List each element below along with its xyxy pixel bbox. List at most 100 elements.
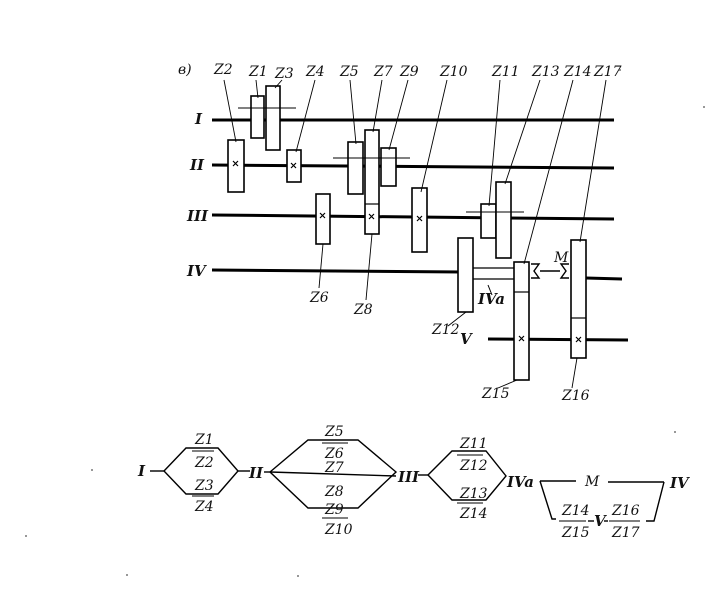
- ratio-z11-z12: Z11 Z12: [457, 436, 488, 474]
- gear-z7-z8: [364, 129, 380, 235]
- gear-z2: [227, 139, 245, 193]
- svg-text:Z13: Z13: [531, 64, 560, 80]
- svg-text:Z15: Z15: [481, 386, 510, 402]
- svg-text:Z5: Z5: [324, 424, 344, 440]
- ratio-z7-z8: Z7 Z8: [324, 460, 344, 500]
- gears: [227, 85, 587, 381]
- node-III: III: [397, 468, 420, 486]
- node-IV: IV: [669, 474, 690, 492]
- gear-z5: [347, 141, 364, 195]
- svg-text:Z5: Z5: [339, 64, 359, 80]
- shaft-IVa: [470, 267, 516, 280]
- label-z14: Z14: [563, 64, 592, 80]
- svg-text:Z10: Z10: [324, 522, 353, 538]
- svg-text:Z13: Z13: [459, 486, 488, 502]
- label-z7: Z7: [373, 64, 393, 80]
- hub-lines: [238, 107, 524, 213]
- svg-text:Z3: Z3: [274, 66, 294, 82]
- node-M: M: [584, 474, 600, 490]
- label-z10: Z10: [439, 64, 468, 80]
- svg-text:Z2: Z2: [194, 455, 214, 471]
- gear-z13: [495, 181, 512, 259]
- svg-text:Z17: Z17: [611, 525, 640, 541]
- gear-labels-bottom: Z6 Z8 Z12 Z15 Z16: [309, 290, 590, 404]
- svg-text:Z9: Z9: [399, 64, 419, 80]
- svg-text:Z7: Z7: [373, 64, 393, 80]
- svg-text:Z8: Z8: [324, 484, 344, 500]
- label-z8: Z8: [353, 302, 373, 318]
- shaft-IV-right: [585, 276, 623, 281]
- svg-text:Z16: Z16: [561, 388, 590, 404]
- svg-text:Z16: Z16: [611, 503, 640, 519]
- svg-text:Z12: Z12: [459, 458, 488, 474]
- svg-text:Z17: Z17: [593, 64, 622, 80]
- svg-text:Z8: Z8: [353, 302, 373, 318]
- shaft-label-IV: IV: [186, 262, 207, 280]
- svg-text:Z3: Z3: [194, 478, 214, 494]
- label-z17: Z17: [593, 64, 622, 80]
- gear-labels-top: Z2 Z1 Z3 Z4 Z5 Z7 Z9 Z10 Z11 Z13 Z14 Z17: [213, 62, 622, 82]
- label-z9: Z9: [399, 64, 419, 80]
- node-II: II: [248, 464, 264, 482]
- gear-z11: [480, 203, 497, 239]
- label-z5: Z5: [339, 64, 359, 80]
- gear-z10: [411, 187, 428, 253]
- svg-text:Z6: Z6: [324, 446, 344, 462]
- svg-text:Z10: Z10: [439, 64, 468, 80]
- label-z4: Z4: [305, 64, 325, 80]
- svg-text:Z15: Z15: [561, 525, 590, 541]
- svg-text:Z14: Z14: [459, 506, 488, 522]
- svg-text:Z14: Z14: [561, 503, 590, 519]
- svg-text:Z12: Z12: [431, 322, 460, 338]
- node-V: V: [594, 512, 607, 530]
- shaft-label-I: I: [194, 110, 203, 128]
- label-z15: Z15: [481, 386, 510, 402]
- gear-z3: [265, 85, 281, 151]
- ratio-z1-z2: Z1 Z2: [192, 432, 214, 471]
- svg-text:Z1: Z1: [248, 64, 268, 80]
- ratio-z13-z14: Z13 Z14: [457, 486, 488, 522]
- ratio-z3-z4: Z3 Z4: [192, 478, 214, 515]
- label-z12: Z12: [431, 322, 460, 338]
- gear-z14-z15: [513, 261, 530, 381]
- shaft-label-IVa: IVa: [477, 290, 505, 308]
- ratio-fractions: Z1 Z2 Z3 Z4 Z5 Z6 Z7 Z8 Z9 Z10 Z11 Z12: [192, 424, 640, 541]
- label-z2: Z2: [213, 62, 233, 78]
- structure-lines: [150, 439, 665, 522]
- label-z3: Z3: [274, 66, 294, 82]
- svg-text:Z11: Z11: [459, 436, 488, 452]
- shaft-II: [211, 163, 615, 170]
- svg-text:Z2: Z2: [213, 62, 233, 78]
- svg-text:Z6: Z6: [309, 290, 329, 306]
- ratio-z5-z6: Z5 Z6: [322, 424, 348, 462]
- figure-label: в): [178, 62, 192, 78]
- svg-text:Z1: Z1: [194, 432, 214, 448]
- gear-z17-z16: [570, 239, 587, 359]
- shaft-V: [487, 337, 629, 342]
- label-z16: Z16: [561, 388, 590, 404]
- clutch-label: M: [553, 250, 569, 266]
- ratio-z14-z15: Z14 Z15: [559, 503, 590, 541]
- gear-z9: [380, 147, 397, 187]
- leader-lines: [223, 79, 607, 389]
- label-z6: Z6: [309, 290, 329, 306]
- svg-text:Z14: Z14: [563, 64, 592, 80]
- label-z1: Z1: [248, 64, 268, 80]
- shaft-IV-left: [211, 268, 463, 274]
- node-I: I: [137, 462, 146, 480]
- shaft-label-II: II: [189, 156, 205, 174]
- svg-text:Z7: Z7: [324, 460, 344, 476]
- svg-text:Z11: Z11: [491, 64, 520, 80]
- gear-z6: [315, 193, 331, 245]
- key-marks: [232, 160, 582, 343]
- label-z13: Z13: [531, 64, 560, 80]
- shaft-label-V: V: [460, 330, 473, 348]
- clutch-m: [531, 263, 569, 279]
- svg-text:Z9: Z9: [324, 502, 344, 518]
- svg-text:Z4: Z4: [305, 64, 325, 80]
- scan-specks: [25, 69, 705, 577]
- label-z11: Z11: [491, 64, 520, 80]
- svg-text:Z4: Z4: [194, 499, 214, 515]
